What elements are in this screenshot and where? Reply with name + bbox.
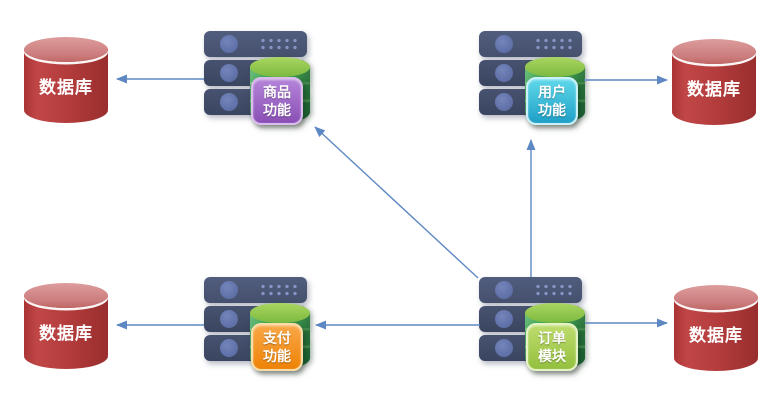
service-datastore-icon: 用户 功能 (525, 57, 585, 129)
service-datastore-icon: 支付 功能 (250, 303, 310, 375)
vent-dots-icon (259, 37, 299, 50)
database-top-right: 数据库 (672, 39, 756, 134)
payment-service-node: 支付 功能 (204, 277, 316, 381)
database-cylinder-top (672, 39, 756, 64)
database-cylinder-top (24, 37, 108, 62)
database-cylinder-top (674, 285, 758, 310)
service-chip-label-line1: 订单 (538, 330, 566, 346)
database-label: 数据库 (39, 78, 93, 97)
service-chip-label-line2: 模块 (538, 348, 566, 364)
server-bay (479, 31, 582, 57)
drive-led-icon (495, 35, 513, 53)
database-cylinder-top (24, 283, 108, 308)
database-bottom-left: 数据库 (24, 283, 108, 378)
service-datastore-icon: 订单 模块 (525, 303, 585, 375)
database-bottom-right: 数据库 (674, 285, 758, 380)
database-cylinder-bottom (24, 97, 108, 123)
vent-dots-icon (259, 283, 299, 296)
datastore-cylinder-top (250, 57, 310, 77)
server-bay (204, 31, 307, 57)
drive-led-icon (220, 310, 238, 328)
drive-led-icon (220, 339, 238, 357)
server-bay (204, 277, 307, 303)
database-label: 数据库 (689, 326, 743, 345)
datastore-cylinder-top (525, 303, 585, 323)
database-cylinder-bottom (24, 343, 108, 369)
service-chip-order: 订单 模块 (526, 323, 578, 371)
service-chip-payment: 支付 功能 (251, 323, 303, 371)
database-label: 数据库 (39, 324, 93, 343)
drive-led-icon (220, 281, 238, 299)
vent-dots-icon (534, 283, 574, 296)
database-cylinder-bottom (672, 99, 756, 125)
datastore-cylinder-top (250, 303, 310, 323)
user-service-node: 用户 功能 (479, 31, 591, 135)
service-chip-label-line2: 功能 (263, 102, 291, 118)
product-service-node: 商品 功能 (204, 31, 316, 135)
drive-led-icon (495, 281, 513, 299)
drive-led-icon (220, 64, 238, 82)
datastore-cylinder-top (525, 57, 585, 77)
database-cylinder-bottom (674, 345, 758, 371)
drive-led-icon (495, 339, 513, 357)
service-datastore-icon: 商品 功能 (250, 57, 310, 129)
service-chip-label-line2: 功能 (263, 348, 291, 364)
database-label: 数据库 (687, 80, 741, 99)
vent-dots-icon (534, 37, 574, 50)
arrow-order-module-to-product-service (314, 126, 479, 279)
service-chip-label-line2: 功能 (538, 102, 566, 118)
drive-led-icon (220, 93, 238, 111)
service-chip-product: 商品 功能 (251, 77, 303, 125)
drive-led-icon (220, 35, 238, 53)
database-top-left: 数据库 (24, 37, 108, 132)
service-chip-label-line1: 用户 (538, 84, 566, 100)
service-chip-label-line1: 支付 (263, 330, 291, 346)
service-chip-user: 用户 功能 (526, 77, 578, 125)
order-module-node: 订单 模块 (479, 277, 591, 381)
drive-led-icon (495, 93, 513, 111)
drive-led-icon (495, 64, 513, 82)
service-chip-label-line1: 商品 (263, 84, 291, 100)
server-bay (479, 277, 582, 303)
drive-led-icon (495, 310, 513, 328)
